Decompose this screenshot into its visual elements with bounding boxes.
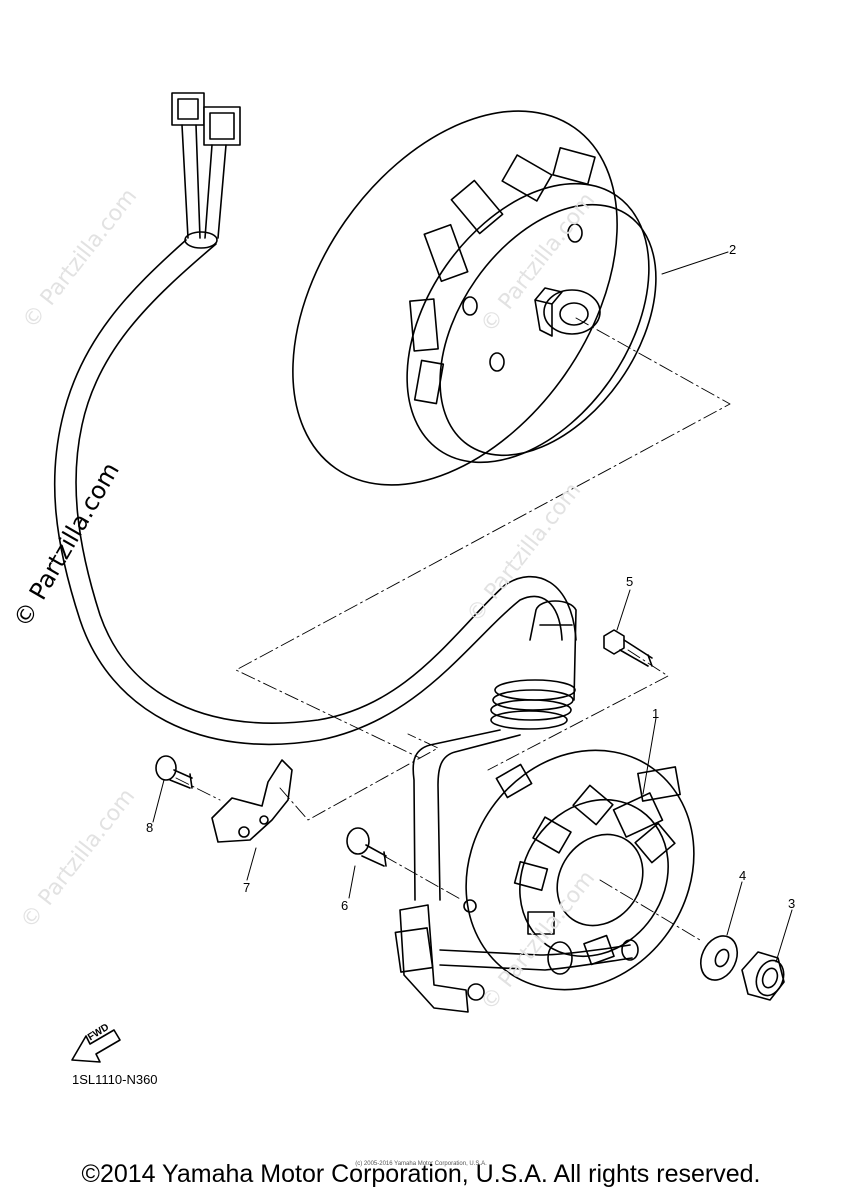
washer-4 <box>699 935 739 981</box>
wire-harness <box>53 231 577 901</box>
stator-assembly <box>394 749 695 1013</box>
leader-lines <box>152 251 793 963</box>
bolt-5 <box>603 629 653 667</box>
screw-6 <box>346 827 387 867</box>
callout-1: 1 <box>652 706 660 721</box>
flywheel-rotor <box>292 110 657 486</box>
screw-8 <box>155 755 193 789</box>
callout-2: 2 <box>729 242 737 257</box>
diagram-code: 1SL1110-N360 <box>72 1072 158 1087</box>
callout-4: 4 <box>739 868 747 883</box>
reference-lines <box>175 317 731 941</box>
small-copyright: (c) 2005-2016 Yamaha Motor Corporation, … <box>355 1161 487 1167</box>
fwd-arrow <box>71 1029 121 1063</box>
callout-3: 3 <box>788 896 796 911</box>
callout-7: 7 <box>243 880 251 895</box>
wire-connector <box>171 92 241 239</box>
copyright-notice: ©2014 Yamaha Motor Corporation, U.S.A. A… <box>81 1160 761 1188</box>
callout-6: 6 <box>341 898 349 913</box>
nut-3 <box>741 951 785 1001</box>
callout-5: 5 <box>626 574 634 589</box>
bracket-7 <box>211 759 293 843</box>
callout-8: 8 <box>146 820 154 835</box>
